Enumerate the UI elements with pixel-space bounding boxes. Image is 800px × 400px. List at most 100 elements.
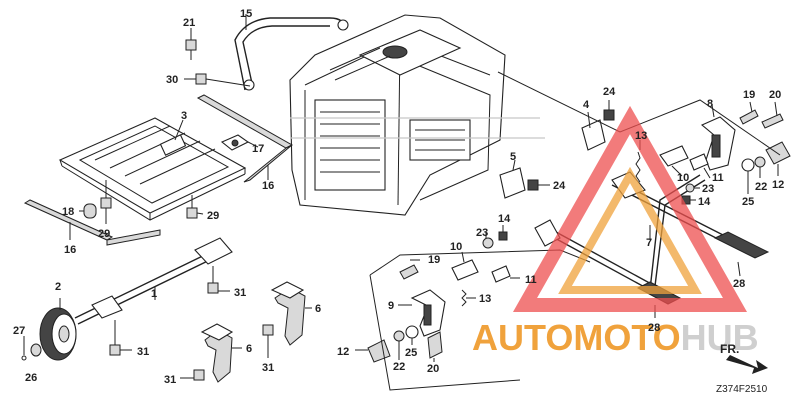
callout: 14 (698, 196, 711, 208)
bolt-19-right (739, 101, 759, 125)
bolt-29-left (100, 180, 112, 224)
callout: 31 (164, 374, 176, 386)
callout: 13 (479, 293, 491, 305)
callout: 8 (707, 98, 713, 110)
watermark-triangle-outer (512, 105, 748, 312)
bolt-20-right (761, 101, 784, 129)
callout: 12 (337, 346, 349, 358)
callout: 20 (769, 89, 781, 101)
bracket-6-top (270, 281, 312, 346)
front-direction-indicator: FR. (720, 342, 768, 374)
strip-16-right (196, 94, 294, 183)
callout: 14 (498, 213, 511, 225)
front-direction-label: FR. (720, 342, 739, 356)
callout: 6 (246, 343, 252, 355)
callout: 15 (240, 8, 252, 20)
callout: 16 (64, 244, 76, 256)
spring-13-left (461, 289, 476, 307)
axle-1 (74, 237, 233, 325)
callout: 23 (702, 183, 714, 195)
callout: 11 (525, 274, 537, 286)
washer-22-right (754, 156, 766, 178)
callout: 29 (98, 228, 110, 240)
watermark-triangle-inner (558, 166, 702, 294)
clip-11-left (491, 265, 520, 283)
callout: 5 (510, 151, 516, 163)
pin-14-left (498, 225, 508, 241)
bolt-29-right (186, 195, 204, 219)
bolt-31-a (207, 266, 230, 294)
mount-17 (220, 134, 259, 151)
callout: 21 (183, 17, 195, 29)
callout: 24 (553, 180, 566, 192)
callout: 29 (207, 210, 219, 222)
callout: 6 (315, 303, 321, 315)
cushion-18 (79, 203, 97, 219)
washer-26 (30, 343, 42, 357)
clip-10-left (451, 251, 479, 281)
callout: 31 (234, 287, 246, 299)
bracket-8 (700, 104, 736, 171)
callout: 7 (646, 237, 652, 249)
clip-11-top (689, 153, 711, 179)
bolt-31-d (180, 369, 205, 381)
base-plate-3 (58, 117, 247, 221)
bolt-19-left (399, 259, 420, 280)
callout: 22 (755, 181, 767, 193)
callout: 28 (648, 322, 660, 334)
bracket-6-bottom (200, 323, 242, 383)
callout: 23 (476, 227, 488, 239)
callout: 31 (137, 346, 149, 358)
callout: 4 (583, 99, 590, 111)
callout: 1 (151, 288, 157, 300)
callout: 12 (772, 179, 784, 191)
washer-25-right (741, 158, 755, 194)
bracket-5 (499, 159, 526, 199)
watermark-brand: AUTOMOTOHUB (472, 317, 759, 358)
leader-lines (369, 71, 781, 391)
handle-15 (234, 14, 349, 91)
strip-16-left (23, 199, 161, 246)
callout: 10 (450, 241, 462, 253)
washer-22-left (393, 330, 405, 360)
callout: 10 (677, 172, 689, 184)
grip-28-right (713, 231, 770, 277)
callout: 19 (743, 89, 755, 101)
callout: 16 (262, 180, 274, 192)
callout: 22 (393, 361, 405, 373)
watermark-logo (512, 105, 748, 312)
callout: 27 (13, 325, 25, 337)
callout: 18 (62, 206, 74, 218)
bolt-21 (185, 28, 197, 60)
bolt-12-right (765, 141, 791, 176)
diagram-code: Z374F2510 (716, 384, 768, 395)
callout: 11 (712, 172, 724, 184)
bolt-31-c (262, 324, 274, 358)
callout: 25 (405, 347, 417, 359)
bolt-20-left (427, 331, 443, 362)
clip-10-top (659, 145, 689, 177)
callout: 17 (252, 143, 264, 155)
washer-23-top (685, 183, 700, 193)
watermark-brand-automoto: AUTOMOTO (472, 317, 681, 358)
callout: 25 (742, 196, 754, 208)
pin-27 (21, 336, 27, 361)
bracket-9 (398, 289, 446, 337)
washer-25-left (405, 325, 419, 345)
callout: 3 (181, 110, 187, 122)
callout: 28 (733, 278, 745, 290)
callout: 9 (388, 300, 394, 312)
callout: 19 (428, 254, 440, 266)
wheel-2 (39, 298, 77, 361)
callout: 24 (603, 86, 616, 98)
callout: 2 (55, 281, 61, 293)
washer-23-left (482, 232, 494, 249)
callout: 13 (635, 130, 647, 142)
front-arrow-icon (726, 355, 768, 374)
bolt-30 (184, 73, 251, 87)
callout-numbers: 21 15 30 3 17 16 18 29 29 16 1 2 31 31 3… (13, 8, 784, 386)
nut-24-top (603, 100, 615, 121)
callout: 20 (427, 363, 439, 375)
bolt-31-b (109, 320, 132, 356)
